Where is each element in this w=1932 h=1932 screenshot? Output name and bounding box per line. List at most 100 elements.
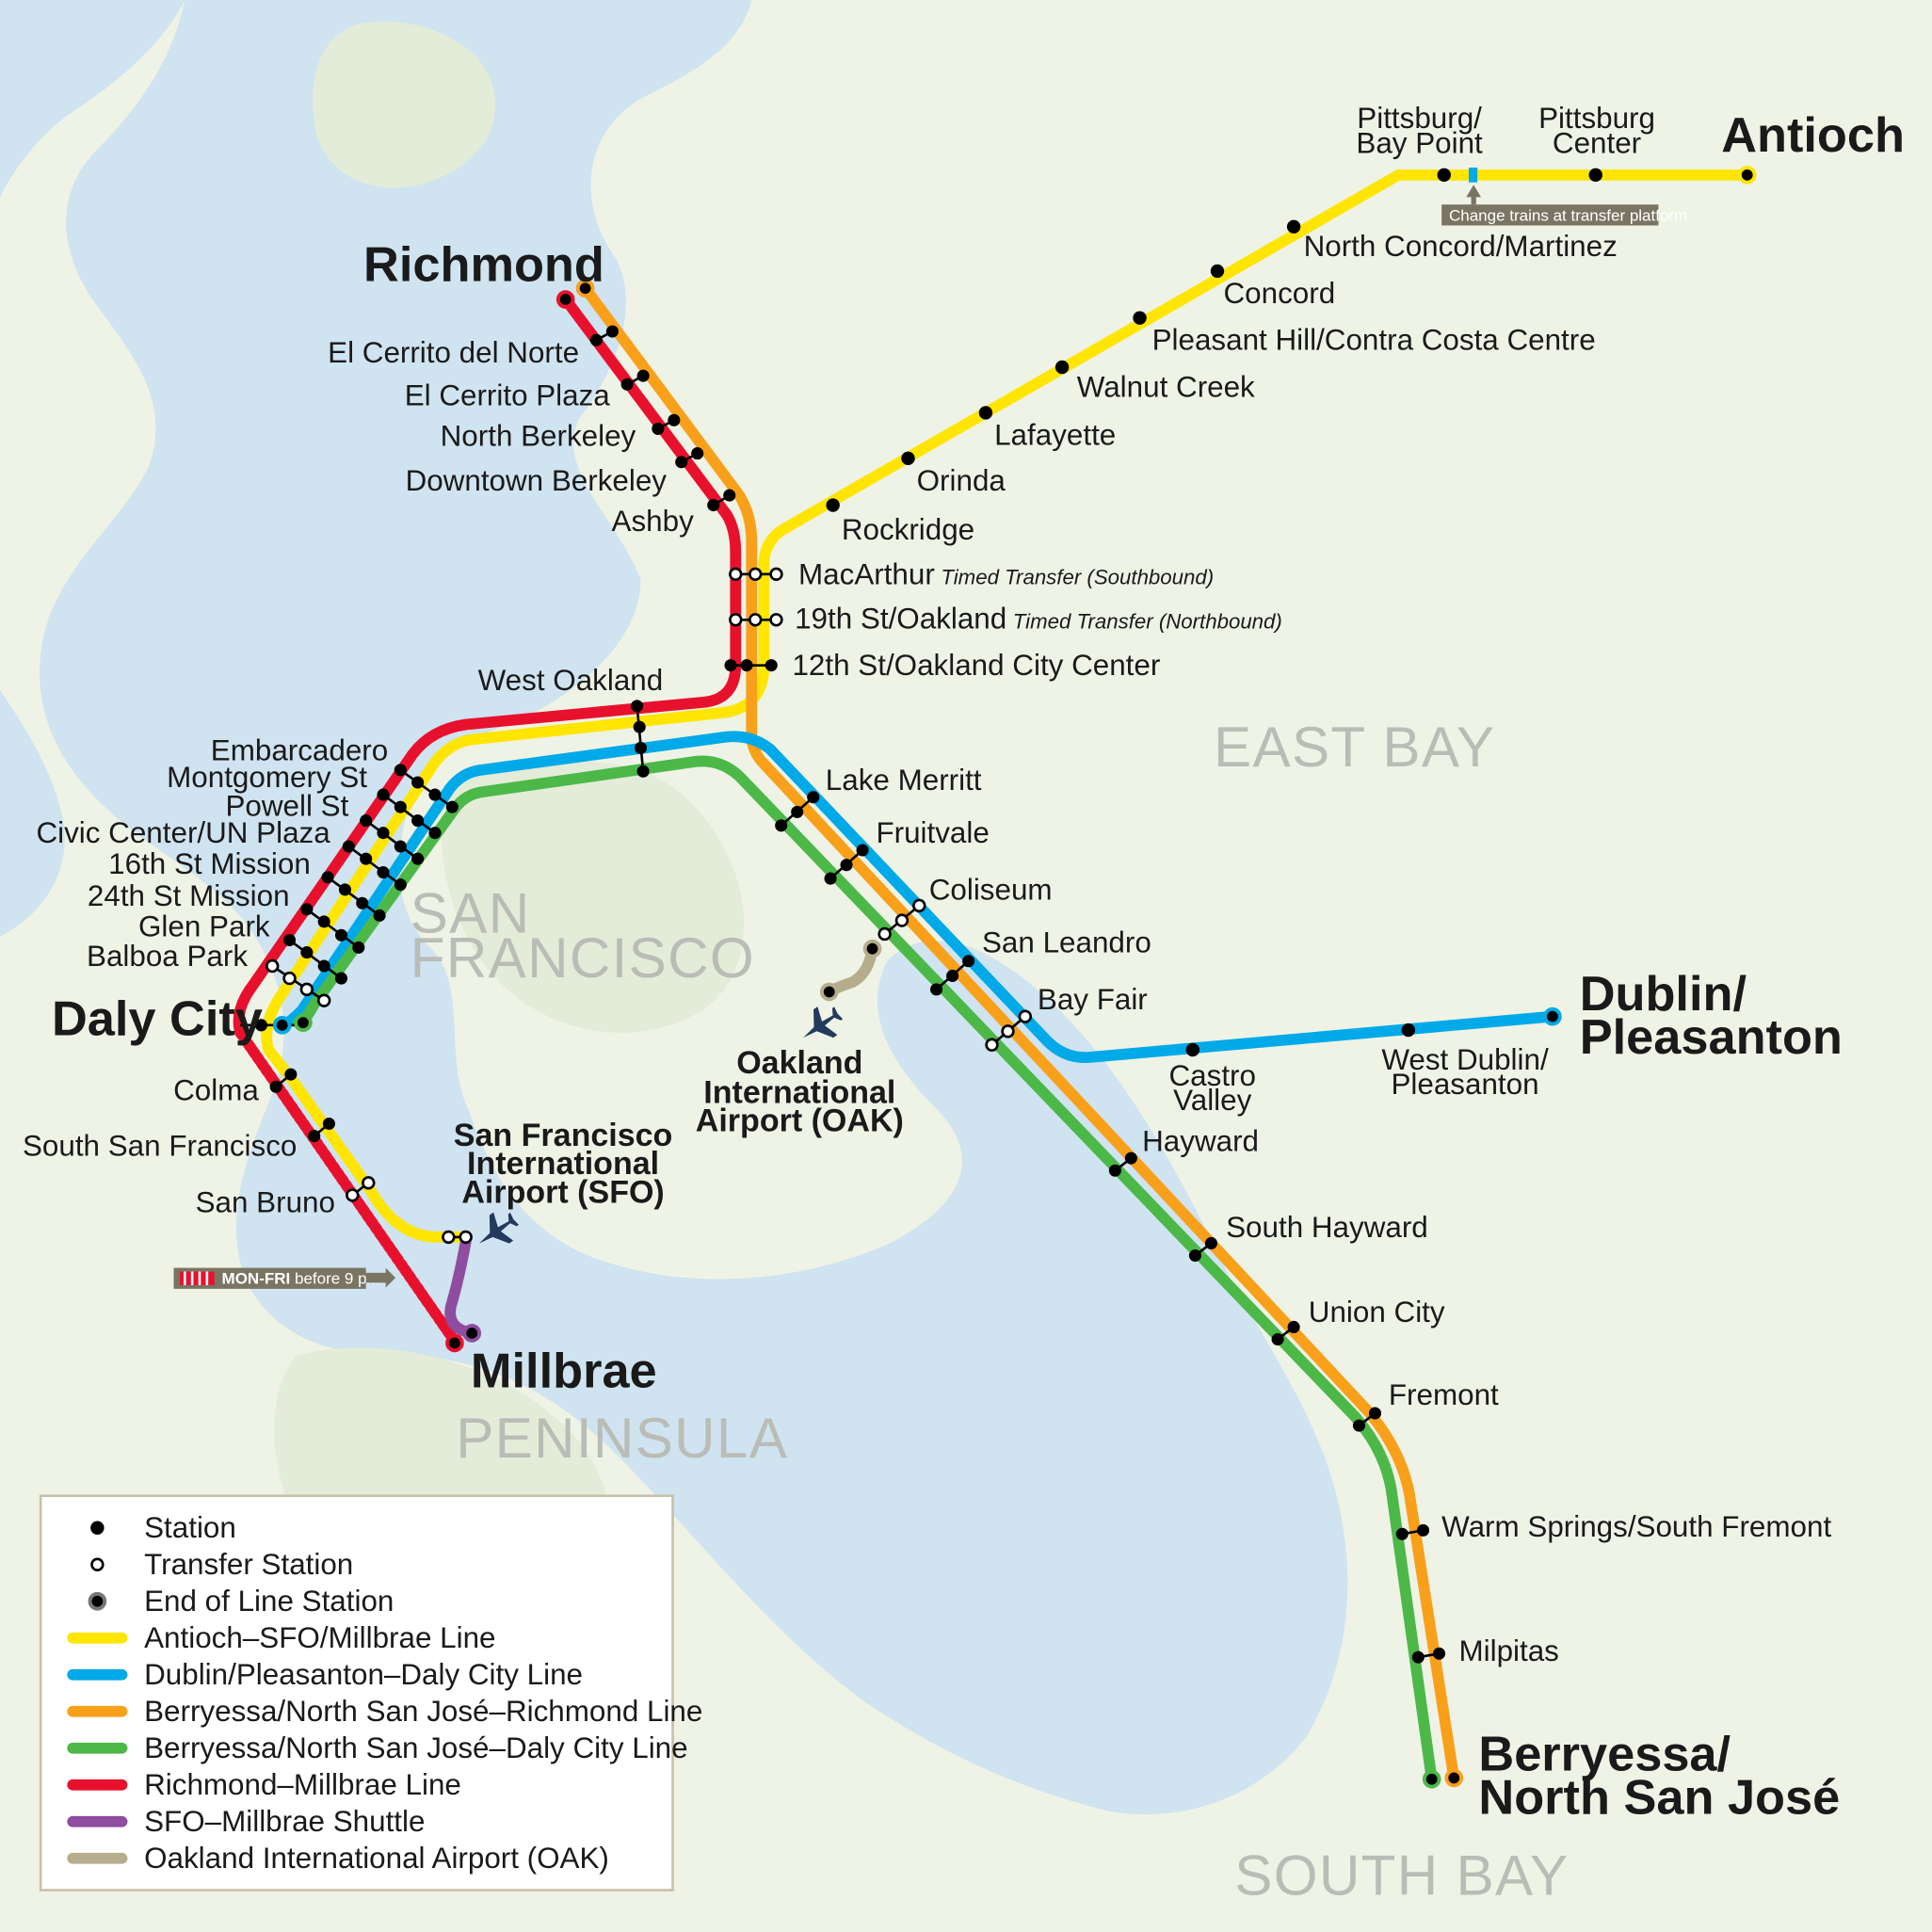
station-dot [901, 451, 915, 466]
transfer-platform-marker [1468, 167, 1478, 183]
legend-box [39, 1494, 674, 1892]
legend-label: SFO–Millbrae Shuttle [144, 1805, 425, 1838]
station-dot [826, 498, 840, 512]
label-bay-fair: Bay Fair [1038, 983, 1148, 1016]
region-east-bay: EAST BAY [1214, 716, 1495, 779]
legend-label: Dublin/Pleasanton–Daly City Line [144, 1658, 583, 1691]
legend-label: End of Line Station [144, 1585, 394, 1618]
label-civic-center: Civic Center/UN Plaza [36, 816, 330, 849]
station-dot [1185, 1042, 1199, 1057]
label-warm-springs: Warm Springs/South Fremont [1441, 1510, 1831, 1543]
label-lake-merritt: Lake Merritt [826, 764, 982, 797]
up-arrow-icon [1466, 185, 1482, 205]
label-orinda: Orinda [917, 464, 1006, 497]
label-glen-park: Glen Park [138, 910, 270, 943]
label-balboa-park: Balboa Park [87, 940, 248, 973]
line-red-richmond-millbrae [233, 294, 742, 1038]
terminal-daly-city: Daly City [52, 991, 263, 1046]
label-castro-valley-2: Valley [1173, 1084, 1251, 1117]
label-sfo-1: San Francisco [454, 1118, 673, 1153]
label-powell: Powell St [225, 789, 348, 822]
region-south-bay: SOUTH BAY [1234, 1844, 1569, 1908]
station-dot [1210, 264, 1225, 279]
station-dot [1588, 168, 1602, 183]
label-fruitvale: Fruitvale [876, 816, 989, 849]
label-union-city: Union City [1309, 1296, 1445, 1328]
legend-symbol-transfer [90, 1557, 105, 1571]
station-dot [1133, 311, 1147, 325]
region-san-francisco-2: FRANCISCO [411, 926, 755, 990]
label-south-sf: South San Francisco [23, 1130, 297, 1163]
end-stations [272, 166, 1757, 1789]
label-montgomery: Montgomery St [167, 761, 367, 794]
terminal-dublin-1: Dublin/ [1580, 967, 1747, 1022]
oak-airplane-icon [803, 1006, 844, 1038]
label-rockridge: Rockridge [842, 513, 974, 546]
legend-label: Station [144, 1511, 236, 1544]
label-pittsburg-bay-point-1: Pittsburg/ [1357, 102, 1482, 135]
transfer-platform-tag [1441, 204, 1659, 226]
region-san-francisco-1: SAN [411, 882, 531, 945]
label-fremont: Fremont [1389, 1378, 1499, 1411]
label-pittsburg-center-2: Center [1553, 126, 1641, 159]
label-castro-valley-1: Castro [1169, 1059, 1256, 1092]
terminal-richmond: Richmond [363, 237, 604, 292]
label-19th-st: 19th St/Oakland [795, 602, 1006, 635]
label-pleasant-hill: Pleasant Hill/Contra Costa Centre [1152, 324, 1596, 357]
label-12th-st: 12th St/Oakland City Center [792, 649, 1160, 682]
label-north-berkeley: North Berkeley [441, 420, 636, 453]
label-16th-st: 16th St Mission [108, 847, 311, 880]
label-lafayette: Lafayette [994, 418, 1116, 451]
legend-label: Richmond–Millbrae Line [144, 1768, 461, 1801]
mon-fri-tag: MON-FRI before 9 pm [173, 1267, 396, 1289]
label-pittsburg-bay-point-2: Bay Point [1356, 126, 1483, 159]
label-pittsburg-center-1: Pittsburg [1538, 102, 1655, 135]
label-macarthur: MacArthur [798, 557, 935, 590]
terminal-berryessa-2: North San José [1478, 1770, 1840, 1825]
label-19th-st-note: Timed Transfer (Northbound) [1013, 609, 1282, 633]
right-arrow-icon [365, 1267, 396, 1288]
station-labels: Pittsburg/ Bay Point Pittsburg Center No… [23, 102, 1831, 1667]
label-macarthur-note: Timed Transfer (Southbound) [941, 565, 1214, 588]
label-oak-2: International [703, 1074, 895, 1110]
label-san-bruno: San Bruno [196, 1186, 335, 1219]
rail-lines [233, 169, 1753, 1785]
label-embarcadero: Embarcadero [211, 733, 388, 766]
label-milpitas: Milpitas [1458, 1634, 1558, 1667]
terminal-berryessa-1: Berryessa/ [1478, 1728, 1731, 1782]
transfer-stations [266, 567, 1033, 1245]
legend-symbol-station [90, 1521, 105, 1535]
label-oak-3: Airport (OAK) [696, 1103, 904, 1138]
label-sfo-3: Airport (SFO) [461, 1174, 664, 1210]
station-dot [1286, 219, 1301, 233]
legend-label: Berryessa/North San José–Richmond Line [144, 1695, 702, 1728]
label-concord: Concord [1224, 277, 1336, 310]
sfo-airplane-icon [478, 1212, 519, 1244]
label-el-cerrito-del-norte: El Cerrito del Norte [328, 336, 579, 369]
terminal-millbrae: Millbrae [471, 1344, 657, 1399]
bay-water [0, 0, 1348, 1815]
label-sfo-2: International [467, 1146, 659, 1182]
station-dot [1437, 168, 1451, 183]
line-yellow-antioch-sfo [261, 169, 1753, 1243]
station-markers [240, 168, 1602, 1664]
mon-fri-rest: before 9 pm [290, 1270, 379, 1288]
station-dot [1055, 360, 1070, 375]
label-north-concord: North Concord/Martinez [1304, 230, 1618, 263]
label-downtown-berkeley: Downtown Berkeley [406, 464, 668, 497]
label-west-oakland: West Oakland [478, 664, 664, 697]
label-hayward: Hayward [1142, 1124, 1259, 1157]
label-san-leandro: San Leandro [982, 926, 1151, 959]
mon-fri-bold: MON-FRI [222, 1270, 291, 1288]
label-south-hayward: South Hayward [1226, 1211, 1428, 1244]
label-walnut-creek: Walnut Creek [1077, 370, 1255, 403]
label-ashby: Ashby [612, 505, 695, 538]
label-el-cerrito-plaza: El Cerrito Plaza [405, 379, 611, 412]
label-24th-st: 24th St Mission [88, 879, 290, 912]
svg-text:MON-FRI before 9 pm: MON-FRI before 9 pm [222, 1270, 380, 1288]
legend-label: Berryessa/North San José–Daly City Line [144, 1731, 688, 1764]
